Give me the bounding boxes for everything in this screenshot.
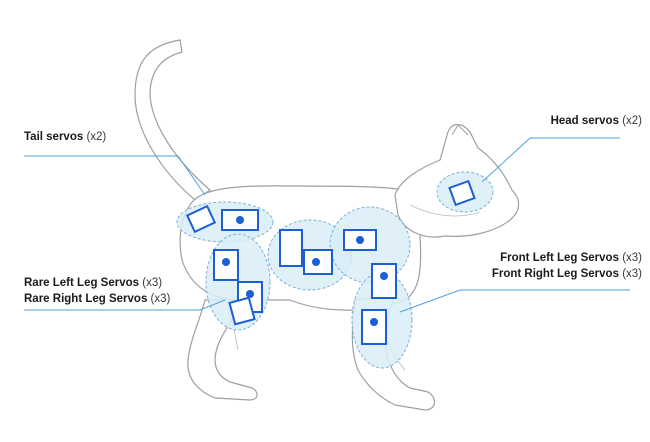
- tail-servos-label: Tail servos (x2): [24, 131, 107, 143]
- leader-lines: [24, 137, 630, 313]
- servo-front-3: [361, 309, 387, 345]
- tail-leader-line: [24, 155, 206, 196]
- cat-rear-leg: [187, 299, 258, 401]
- head-servos-label: Head servos (x2): [550, 115, 642, 127]
- front-leg-servos-label: Front Left Leg Servos (x3) Front Right L…: [491, 252, 642, 280]
- servo-body-1: [279, 229, 303, 267]
- rear-leader-line: [24, 299, 226, 311]
- cat-tail: [134, 39, 211, 201]
- servo-front-2: [371, 263, 397, 299]
- rear-leg-servos-label: Rare Left Leg Servos (x3) Rare Right Leg…: [24, 277, 171, 305]
- servo-head: [448, 179, 476, 207]
- head-leader-line: [481, 137, 620, 183]
- servo-rear-3: [228, 296, 256, 326]
- front-leader-line: [399, 289, 630, 313]
- servo-tail-1: [185, 204, 217, 234]
